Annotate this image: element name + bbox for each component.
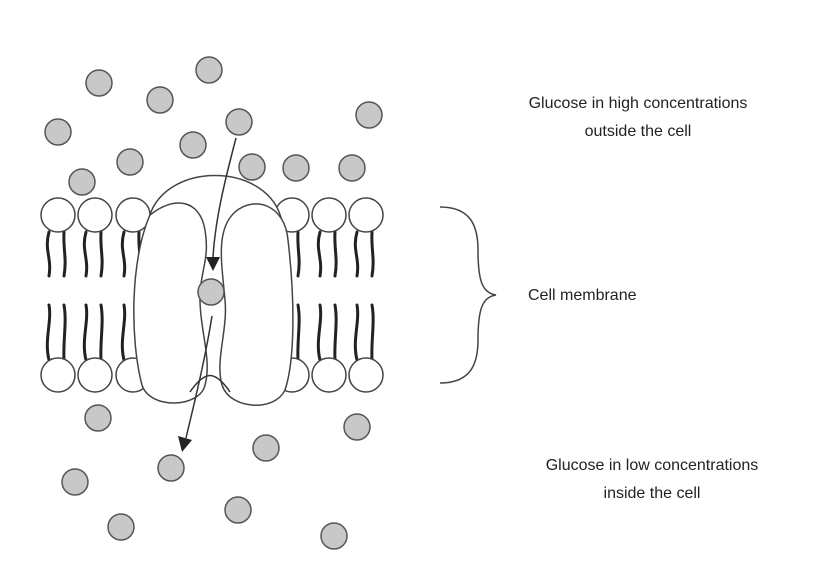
- lipid-tail: [370, 303, 375, 362]
- arrowhead-icon: [178, 436, 192, 452]
- protein-left-subunit: [133, 202, 208, 404]
- glucose-molecule: [343, 413, 371, 441]
- phospholipid-head: [348, 197, 384, 233]
- glucose-path-arrows: [178, 137, 237, 452]
- phospholipid-head: [311, 197, 347, 233]
- transport-protein: [133, 174, 294, 406]
- arrowhead-icon: [206, 257, 220, 271]
- glucose-molecule: [116, 148, 144, 176]
- membrane-brace: [439, 206, 497, 384]
- membrane-label: Cell membrane: [528, 287, 637, 304]
- glucose-molecule: [252, 434, 280, 462]
- glucose-molecule: [107, 513, 135, 541]
- phospholipid-head: [311, 357, 347, 393]
- lipid-tail: [62, 230, 67, 278]
- phospholipid-heads: [40, 197, 384, 393]
- lipid-tail: [316, 230, 323, 278]
- phospholipid-head: [348, 357, 384, 393]
- phospholipid-head: [77, 197, 113, 233]
- glucose-molecule: [44, 118, 72, 146]
- lipid-tail: [296, 303, 301, 362]
- phospholipid-head: [77, 357, 113, 393]
- glucose-molecule: [225, 108, 253, 136]
- glucose-molecule: [61, 468, 89, 496]
- lipid-tail: [296, 230, 301, 278]
- lipid-tail: [45, 230, 52, 278]
- glucose-molecule: [355, 101, 383, 129]
- lipid-tail: [353, 230, 360, 278]
- lipid-tail: [333, 230, 338, 278]
- arrow-into-channel: [212, 137, 237, 259]
- glucose-molecule: [197, 278, 225, 306]
- glucose-molecule: [282, 154, 310, 182]
- glucose-molecule: [157, 454, 185, 482]
- glucose-molecule: [179, 131, 207, 159]
- glucose-molecule: [224, 496, 252, 524]
- phospholipid-head: [40, 357, 76, 393]
- glucose-molecule: [146, 86, 174, 114]
- outside-label-line2: outside the cell: [585, 123, 692, 140]
- glucose-molecule: [84, 404, 112, 432]
- lipid-tail: [62, 303, 67, 362]
- glucose-molecule: [238, 153, 266, 181]
- lipid-tail: [99, 303, 104, 362]
- lipid-tail: [370, 230, 375, 278]
- inside-label-line2: inside the cell: [604, 485, 701, 502]
- phospholipid-head: [40, 197, 76, 233]
- lipid-tail: [45, 303, 52, 362]
- lipid-tail: [120, 230, 127, 278]
- lipid-tail: [82, 230, 89, 278]
- glucose-molecules: [44, 56, 383, 550]
- glucose-molecule: [195, 56, 223, 84]
- lipid-tail: [333, 303, 338, 362]
- lipid-tail: [120, 303, 127, 362]
- arrow-out-of-channel: [185, 315, 213, 439]
- lipid-tail: [316, 303, 323, 362]
- glucose-molecule: [338, 154, 366, 182]
- glucose-molecule: [320, 522, 348, 550]
- inside-label-line1: Glucose in low concentrations: [546, 457, 759, 474]
- protein-right-subunit: [219, 203, 294, 406]
- lipid-tail: [99, 230, 104, 278]
- lipid-tail: [82, 303, 89, 362]
- glucose-molecule: [68, 168, 96, 196]
- lipid-tail: [353, 303, 360, 362]
- glucose-molecule: [85, 69, 113, 97]
- outside-label-line1: Glucose in high concentrations: [529, 95, 748, 112]
